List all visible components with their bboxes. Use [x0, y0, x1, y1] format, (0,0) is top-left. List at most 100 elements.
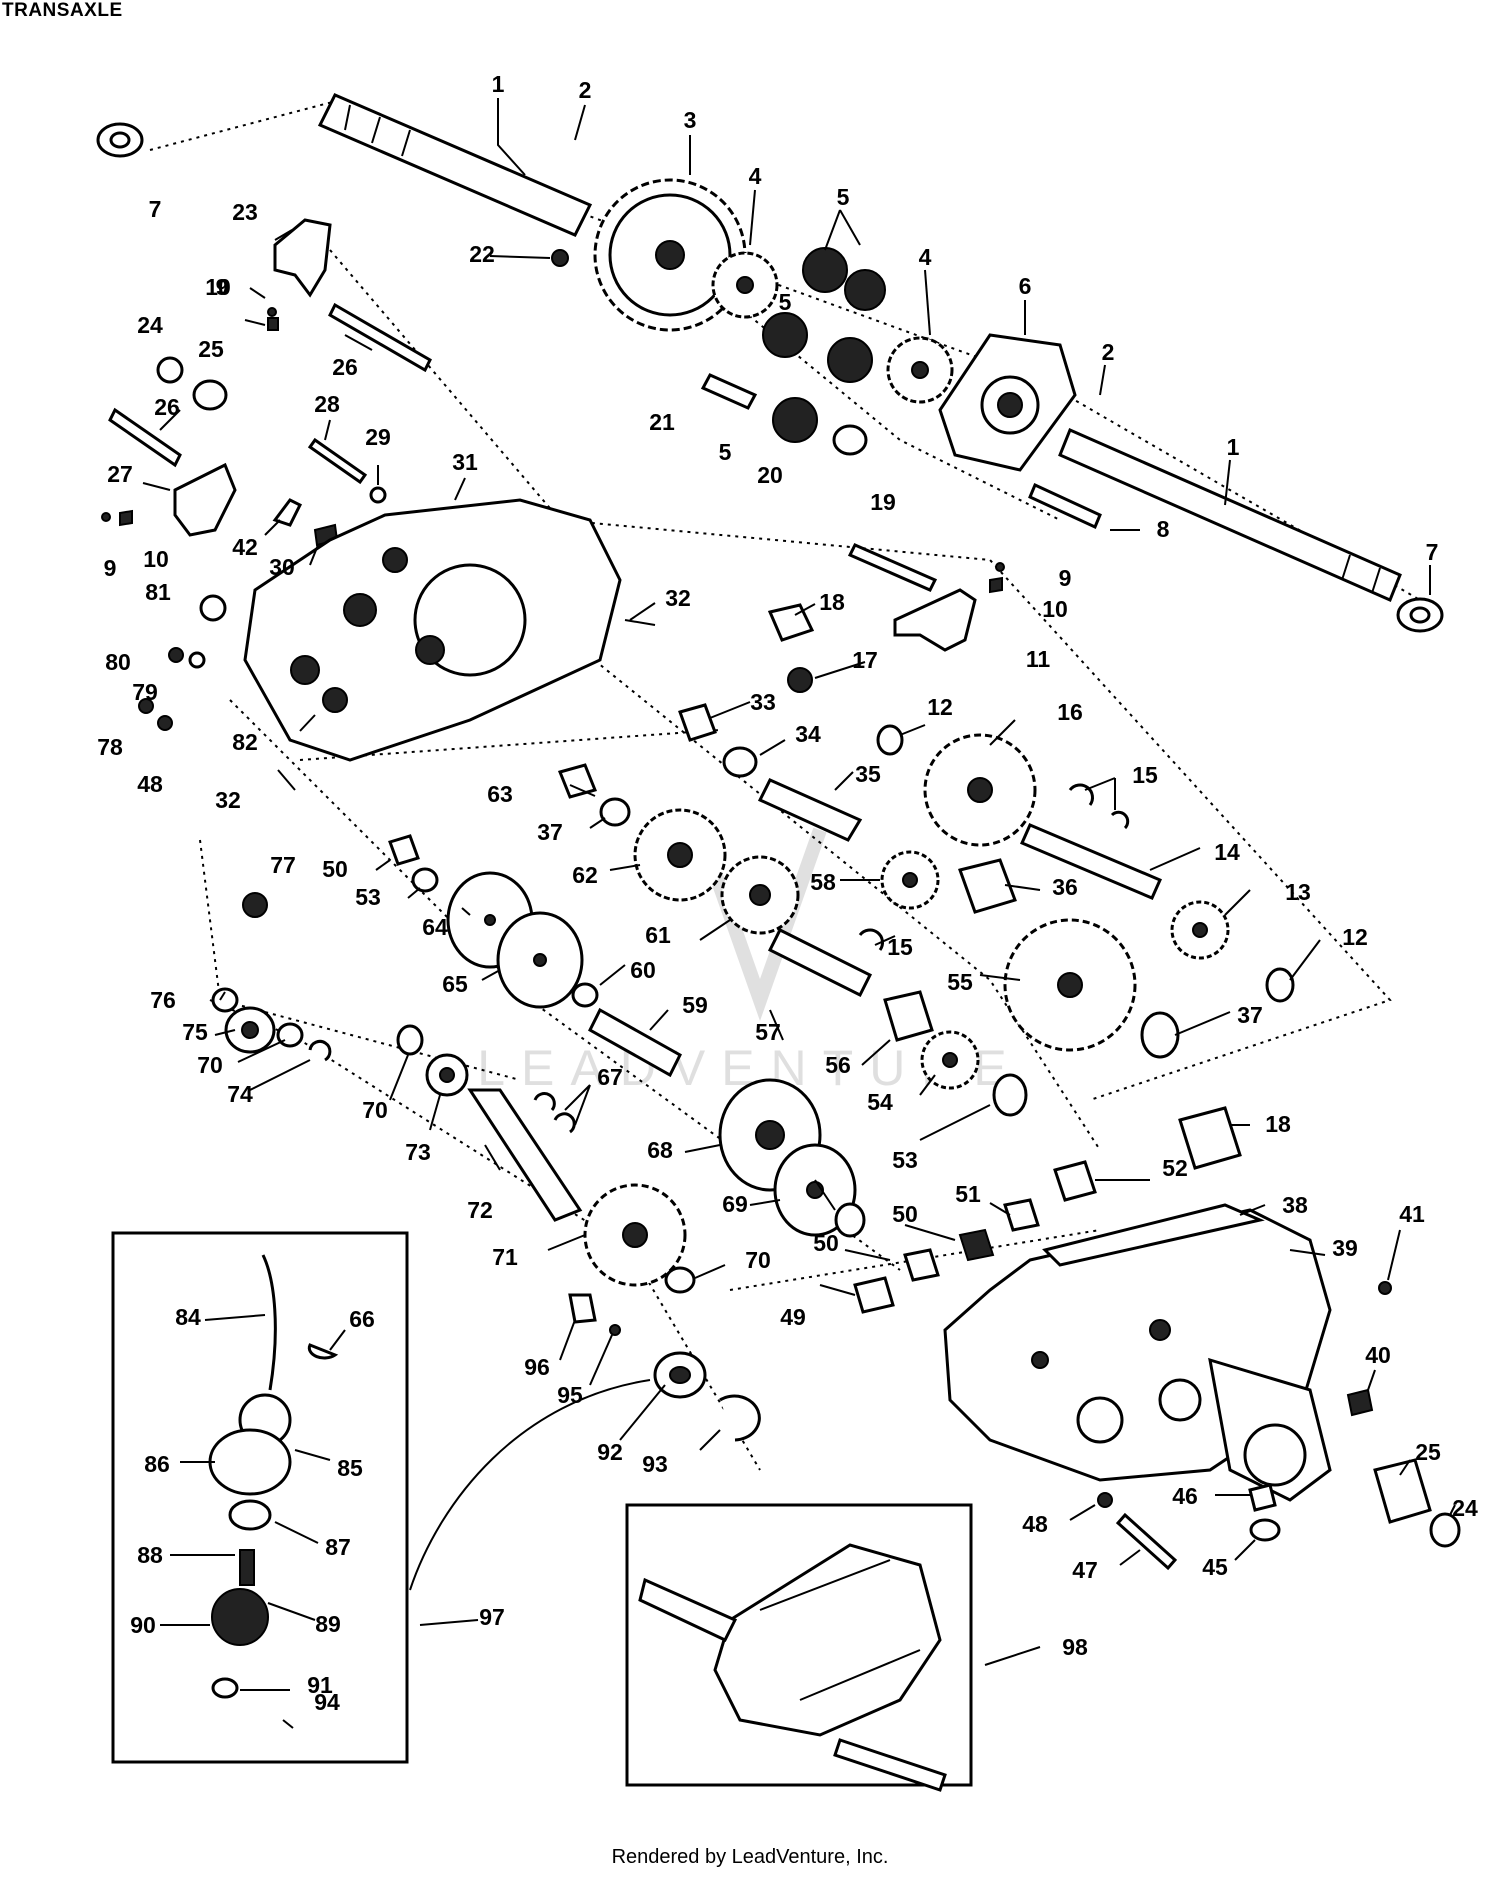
- part-label-9: 9: [1059, 565, 1072, 591]
- part-label-87: 87: [325, 1534, 351, 1560]
- pinion-5b: [844, 269, 886, 311]
- part-label-1: 1: [1227, 434, 1240, 460]
- part-label-61: 61: [645, 922, 671, 948]
- part-label-54: 54: [867, 1089, 893, 1115]
- part-label-22: 22: [469, 241, 495, 267]
- pinion-5c: [762, 312, 808, 358]
- part-label-19: 19: [870, 489, 896, 515]
- part-label-10: 10: [1042, 596, 1068, 622]
- part-label-23: 23: [232, 199, 258, 225]
- part-label-75: 75: [182, 1019, 208, 1045]
- bearing-75: [224, 1006, 276, 1054]
- part-label-51: 51: [955, 1181, 981, 1207]
- part-label-18: 18: [1265, 1111, 1291, 1137]
- part-label-60: 60: [630, 957, 656, 983]
- part-label-5: 5: [719, 439, 732, 465]
- ball-48-right: [1097, 1492, 1113, 1508]
- fork-11: [893, 588, 977, 652]
- bushing-36: [958, 858, 1017, 914]
- part-label-33: 33: [750, 689, 776, 715]
- shift-rail-26-upper: [328, 302, 432, 373]
- part-label-5: 5: [779, 289, 792, 315]
- part-label-12: 12: [1342, 924, 1368, 950]
- pinion-5a: [802, 247, 848, 293]
- part-label-53: 53: [892, 1147, 918, 1173]
- part-label-71: 71: [492, 1244, 518, 1270]
- bushing-18-upper: [767, 603, 815, 642]
- part-label-62: 62: [572, 862, 598, 888]
- washer-76: [211, 987, 239, 1013]
- part-label-10: 10: [205, 274, 231, 300]
- clip-15-lower: [858, 928, 884, 951]
- part-label-26: 26: [154, 394, 180, 420]
- clip-74: [308, 1039, 332, 1062]
- part-label-52: 52: [1162, 1155, 1188, 1181]
- bushing-25-left: [192, 379, 228, 411]
- part-label-32: 32: [665, 585, 691, 611]
- shaft-14: [1020, 823, 1162, 900]
- part-label-15: 15: [887, 934, 913, 960]
- gear-4-upper: [711, 251, 779, 319]
- ball-22: [551, 249, 569, 267]
- watermark-text: LEADVENTURE: [477, 1040, 1023, 1096]
- gear-61: [720, 855, 800, 935]
- washer-70-bottom: [664, 1266, 696, 1294]
- shaft-72: [467, 1088, 583, 1222]
- part-label-31: 31: [452, 449, 478, 475]
- part-label-24: 24: [137, 312, 163, 338]
- bushing-51: [1003, 1198, 1040, 1232]
- pinion-5e: [772, 397, 818, 443]
- part-label-25: 25: [1415, 1439, 1441, 1465]
- gear-55: [1003, 918, 1137, 1052]
- part-label-98: 98: [1062, 1634, 1088, 1660]
- pinion-5d: [827, 337, 873, 383]
- part-label-16: 16: [1057, 699, 1083, 725]
- spacer-17: [787, 667, 813, 693]
- bolt-96: [568, 1293, 597, 1324]
- gear-62: [633, 808, 727, 902]
- part-label-85: 85: [337, 1455, 363, 1481]
- part-label-42: 42: [232, 534, 258, 560]
- bolt-8: [1028, 482, 1102, 530]
- part-label-29: 29: [365, 424, 391, 450]
- footer-credit: Rendered by LeadVenture, Inc.: [611, 1846, 889, 1868]
- gasket-38: [1042, 1203, 1265, 1267]
- part-label-94: 94: [314, 1689, 340, 1715]
- part-label-70: 70: [362, 1097, 388, 1123]
- part-label-6: 6: [1019, 273, 1032, 299]
- part-label-76: 76: [150, 987, 176, 1013]
- part-label-96: 96: [524, 1354, 550, 1380]
- part-label-41: 41: [1399, 1201, 1425, 1227]
- part-label-63: 63: [487, 781, 513, 807]
- part-label-13: 13: [1285, 879, 1311, 905]
- part-label-11: 11: [1026, 646, 1051, 672]
- spring-10-right: [989, 576, 1003, 594]
- part-label-59: 59: [682, 992, 708, 1018]
- gear-69: [773, 1143, 857, 1237]
- part-label-78: 78: [97, 734, 123, 760]
- part-label-49: 49: [780, 1304, 806, 1330]
- part-label-64: 64: [422, 914, 448, 940]
- washer-24-left: [156, 356, 184, 384]
- part-label-50: 50: [813, 1230, 839, 1256]
- shift-fork-23: [273, 218, 332, 298]
- spring-10-left: [119, 509, 133, 527]
- part-label-82: 82: [232, 729, 258, 755]
- clip-93: [719, 1394, 761, 1442]
- part-label-89: 89: [315, 1611, 341, 1637]
- clips-67: [533, 1092, 576, 1134]
- part-label-5: 5: [837, 184, 850, 210]
- part-label-32: 32: [215, 787, 241, 813]
- washer-60: [571, 982, 599, 1008]
- part-label-88: 88: [137, 1542, 163, 1568]
- ball-9-top: [267, 307, 277, 317]
- bushing-33: [678, 703, 717, 742]
- part-label-68: 68: [647, 1137, 673, 1163]
- ball-77: [242, 892, 268, 918]
- spring-10-top: [267, 317, 279, 331]
- part-label-37: 37: [1237, 1002, 1263, 1028]
- part-label-50: 50: [892, 1201, 918, 1227]
- bushing-25-right: [1373, 1458, 1432, 1524]
- washer-12-lower: [1265, 967, 1295, 1003]
